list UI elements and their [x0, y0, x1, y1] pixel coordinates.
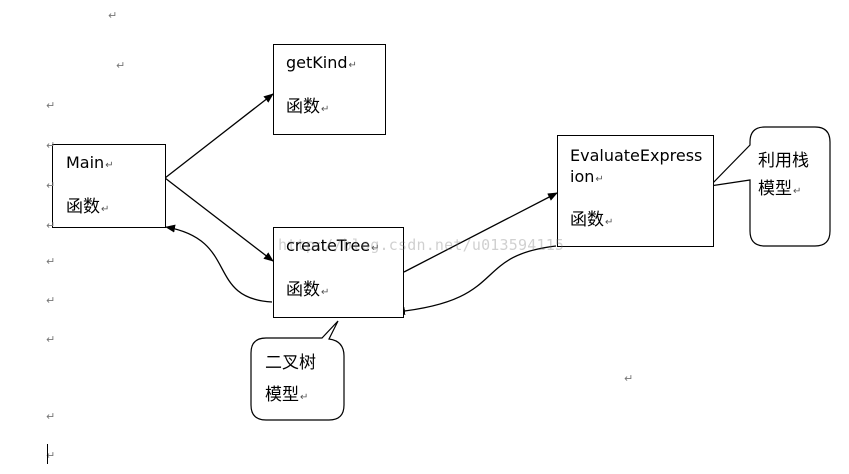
arrow-main-to-createtree — [164, 177, 274, 262]
arrow-main-to-getkind — [164, 93, 274, 179]
box-main-title: Main↵ — [66, 153, 114, 172]
callout-bubble-stack — [708, 126, 831, 247]
box-createtree: createTree↵ 函数↵ — [273, 227, 404, 318]
box-evaluate-title-line1: EvaluateExpress — [570, 146, 703, 165]
paragraph-mark: ↵ — [46, 449, 56, 462]
paragraph-mark: ↵ — [46, 139, 56, 152]
box-evaluate-title-line2: ion↵ — [570, 167, 604, 186]
text-cursor — [47, 444, 48, 464]
callout-stack-line1: 利用栈 — [758, 151, 809, 171]
callout-tree-line2: 模型↵ — [265, 385, 309, 405]
box-getkind-title: getKind↵ — [286, 53, 357, 72]
paragraph-mark: ↵ — [46, 333, 56, 346]
box-createtree-title: createTree↵ — [286, 236, 380, 255]
box-createtree-sub: 函数↵ — [286, 280, 330, 300]
paragraph-mark: ↵ — [46, 410, 56, 423]
box-main: Main↵ 函数↵ — [52, 144, 166, 228]
callout-tree-line1: 二叉树 — [265, 353, 316, 373]
paragraph-mark: ↵ — [46, 99, 56, 112]
paragraph-mark: ↵ — [46, 255, 56, 268]
box-evaluate: EvaluateExpress ion↵ 函数↵ — [557, 135, 714, 247]
callout-stack-line2: 模型↵ — [758, 179, 802, 199]
callout-bubble-tree — [250, 320, 345, 421]
box-getkind: getKind↵ 函数↵ — [273, 44, 386, 135]
box-evaluate-sub: 函数↵ — [570, 210, 614, 230]
paragraph-mark: ↵ — [108, 9, 118, 22]
paragraph-mark: ↵ — [46, 294, 56, 307]
paragraph-mark: ↵ — [116, 59, 126, 72]
box-main-sub: 函数↵ — [66, 197, 110, 217]
paragraph-mark: ↵ — [46, 219, 56, 232]
paragraph-mark: ↵ — [46, 179, 56, 192]
arrow-createtree-return-to-main — [165, 224, 273, 303]
arrow-evaluate-return-to-createtree — [395, 245, 557, 316]
paragraph-mark: ↵ — [624, 372, 634, 385]
arrow-createtree-to-evaluate — [403, 192, 558, 273]
box-getkind-sub: 函数↵ — [286, 97, 330, 117]
watermark: http://blog.csdn.net/u013594115 — [278, 236, 565, 254]
